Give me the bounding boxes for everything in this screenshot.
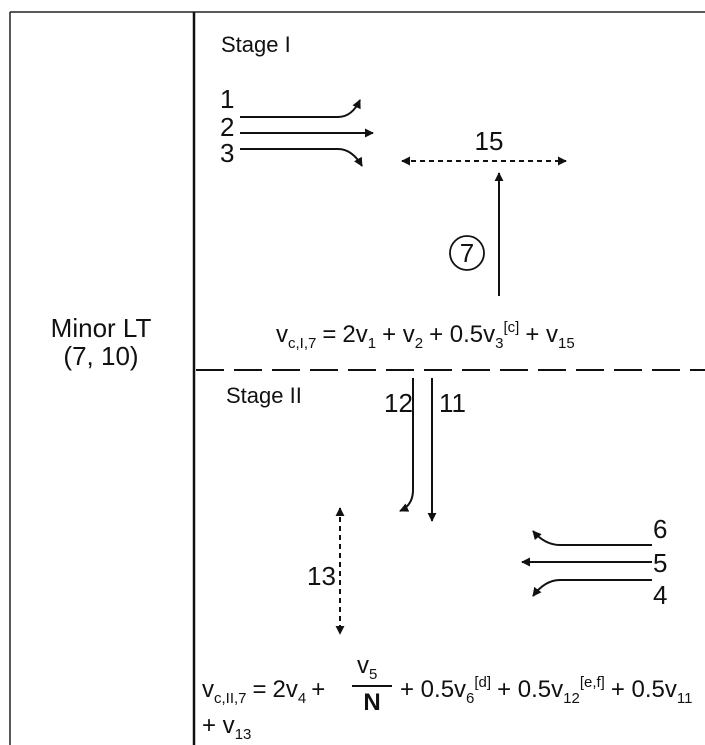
- movement-1-label: 1: [220, 84, 234, 114]
- subject-movement-circle: [449, 235, 485, 271]
- movement-12-label: 12: [384, 388, 413, 418]
- movement-6-label: 6: [653, 514, 667, 544]
- pedestrian-15-label: 15: [475, 126, 504, 156]
- movement-3-label: 3: [220, 138, 234, 168]
- row-label-line2: (7, 10): [63, 341, 138, 371]
- row-label-line1: Minor LT: [51, 313, 152, 343]
- movement-1-arrow: [240, 99, 361, 118]
- stage2-equation-part3: + v13: [202, 712, 251, 743]
- stage2-title: Stage II: [226, 383, 302, 408]
- subject-movement-label: 7: [460, 238, 474, 268]
- stage1-title: Stage I: [221, 32, 291, 57]
- movement-12-arrow: [399, 378, 414, 512]
- movement-4-arrow: [532, 579, 652, 597]
- movement-5-label: 5: [653, 548, 667, 578]
- movement-2-label: 2: [220, 112, 234, 142]
- stage2-equation-part2: + 0.5v6[d]+ 0.5v12[e,f]+ 0.5v11: [400, 674, 692, 707]
- pedestrian-13-label: 13: [307, 561, 336, 591]
- fraction-denominator: N: [363, 689, 380, 716]
- stage1-equation: vc,I,7=2v1+ v2+ 0.5v3[c]+ v15: [276, 319, 575, 352]
- stage2-equation-part1: vc,II,7=2v4+: [202, 676, 325, 707]
- movement-4-label: 4: [653, 580, 667, 610]
- movement-11-label: 11: [439, 388, 466, 418]
- movement-6-arrow: [532, 530, 652, 546]
- fraction-numerator: v5: [357, 652, 377, 683]
- movement-3-arrow: [240, 148, 363, 167]
